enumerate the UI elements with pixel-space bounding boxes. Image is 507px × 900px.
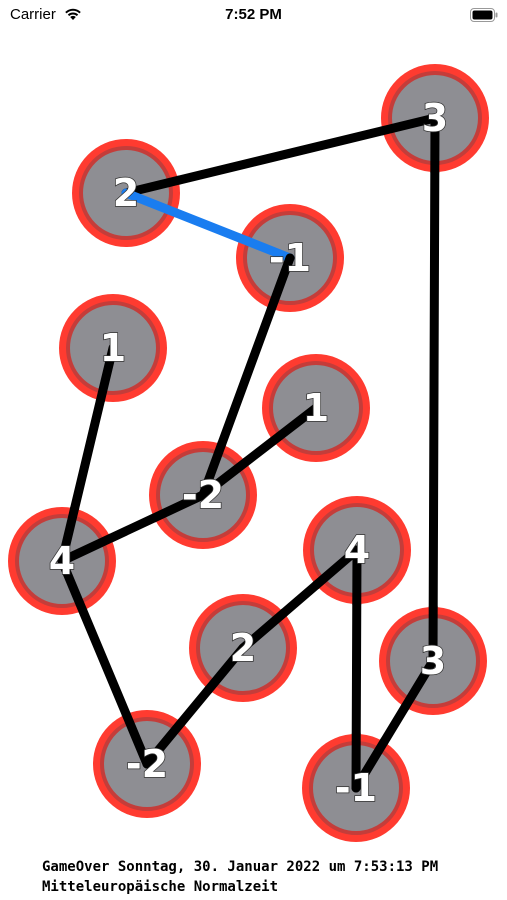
node-edge-stub [149, 490, 208, 523]
nodes-layer: 3 2 -1 1 1 -2 4 4 2 3 -2 -1 [8, 64, 489, 842]
node-n7[interactable]: 4 [8, 503, 116, 616]
node-n3[interactable]: -1 [235, 204, 344, 314]
node-value: -1 [269, 236, 311, 280]
node-n1[interactable]: 3 [378, 64, 489, 177]
node-n10[interactable]: 3 [379, 602, 487, 715]
node-edge-stub [204, 643, 248, 695]
node-value: 2 [113, 171, 139, 215]
node-edge-stub [95, 343, 118, 406]
node-edge-stub [266, 253, 295, 314]
node-edge-stub [121, 709, 152, 769]
node-value: 4 [344, 528, 370, 572]
node-n2[interactable]: 2 [72, 139, 183, 247]
status-bar: Carrier 7:52 PM [0, 0, 507, 32]
wifi-icon [64, 6, 82, 25]
node-n9[interactable]: 2 [189, 594, 297, 702]
node-n11[interactable]: -2 [93, 709, 201, 818]
node-value: -2 [182, 473, 224, 517]
node-edge-stub [142, 717, 186, 769]
node-edge-stub [268, 403, 321, 446]
game-over-line-2: Mitteleuropäische Normalzeit [42, 879, 279, 895]
node-edge-stub [121, 175, 183, 198]
status-time: 7:52 PM [225, 6, 282, 23]
edge-n1-n10 [428, 113, 440, 666]
node-value: 4 [49, 539, 75, 583]
node-n4[interactable]: 1 [59, 294, 167, 406]
node-value: 3 [422, 96, 448, 140]
node-value: 3 [420, 639, 446, 683]
node-n8[interactable]: 4 [303, 496, 411, 609]
node-edge-stub [235, 233, 295, 263]
node-edge-stub [121, 188, 181, 218]
node-edge-stub [378, 113, 440, 136]
node-value: 1 [100, 326, 126, 370]
node-value: -1 [335, 766, 377, 810]
battery-icon [470, 7, 498, 26]
node-edge-stub [351, 737, 389, 793]
game-over-message: GameOver Sonntag, 30. Januar 2022 um 7:5… [42, 857, 502, 897]
node-value: 2 [230, 626, 256, 670]
node-edge-stub [238, 608, 289, 653]
node-edge-stub [311, 545, 362, 590]
node-n6[interactable]: -2 [149, 439, 257, 549]
node-edge-stub [198, 457, 251, 500]
carrier-label: Carrier [10, 6, 56, 23]
node-edge-stub [198, 439, 227, 500]
game-over-line-1: GameOver Sonntag, 30. Januar 2022 um 7:5… [42, 859, 439, 875]
node-value: -2 [126, 742, 168, 786]
node-edge-stub [57, 556, 88, 616]
node-edge-stub [57, 533, 116, 566]
node-value: 1 [303, 386, 329, 430]
node-n5[interactable]: 1 [262, 354, 370, 462]
node-edge-stub [400, 656, 438, 712]
node-edge-stub [57, 503, 80, 566]
node-n12[interactable]: -1 [302, 729, 410, 842]
